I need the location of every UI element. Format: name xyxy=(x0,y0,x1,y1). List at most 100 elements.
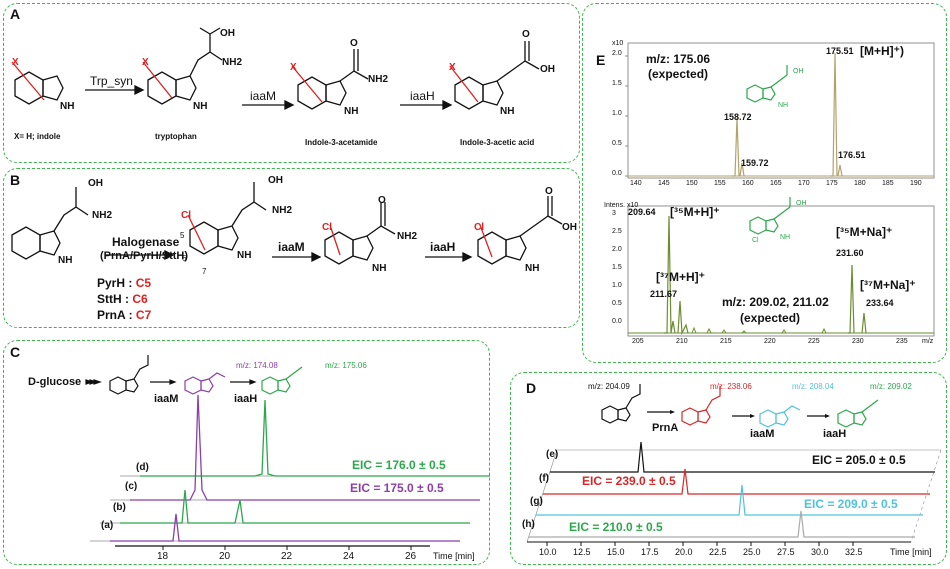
top-y-tick: 0.5 xyxy=(612,140,622,147)
bottom-y-tick: 0.5 xyxy=(612,300,622,307)
mz-iam-label: m/z: 174.08 xyxy=(236,361,278,370)
name-indole-3-acetamide: Indole-3-acetamide xyxy=(305,138,378,147)
top-mz-expected: m/z: 175.06 xyxy=(646,52,711,66)
top-x-tick: 155 xyxy=(714,180,726,187)
trace-g xyxy=(536,484,923,516)
eic-239-label: EIC = 239.0 ± 0.5 xyxy=(582,474,676,488)
cl-iam-o-label: O xyxy=(378,195,386,206)
top-oh-label: OH xyxy=(793,68,804,75)
chloro-iam-structure xyxy=(324,202,396,265)
cl-iam-nh2-label: NH2 xyxy=(397,231,418,242)
top-y-tick: 1.5 xyxy=(612,80,622,87)
separator: : xyxy=(128,308,133,322)
bottom-x-tick: 235 xyxy=(896,338,908,345)
trace-label-e: (e) xyxy=(546,449,559,460)
peak-176.51 xyxy=(837,164,843,177)
enzyme-iaam: iaaM xyxy=(154,393,179,405)
enzyme-iaam: iaaM xyxy=(750,428,775,440)
indole-structure xyxy=(14,71,64,105)
peak-211.67 xyxy=(677,300,689,336)
bottom-y-tick: 1.0 xyxy=(612,282,622,289)
trace-e xyxy=(550,441,935,473)
enzyme-iaah: iaaH xyxy=(234,393,258,405)
cl-label: Cl xyxy=(322,222,332,233)
trp-oh-label: OH xyxy=(88,178,103,189)
iam-structure xyxy=(184,372,226,395)
trace-h xyxy=(529,510,915,538)
eic-176-label: EIC = 176.0 ± 0.5 xyxy=(352,458,446,472)
top-ion-label: [M+H]⁺) xyxy=(860,44,904,58)
panel-d xyxy=(510,372,947,565)
trace-b-standard xyxy=(120,489,470,524)
chloro-iaa-structure xyxy=(477,196,563,265)
cl-trp-nh-label: NH xyxy=(237,250,252,261)
cl-label: Cl xyxy=(181,210,191,221)
bottom-nh-label: NH xyxy=(780,234,791,241)
trace-label-b: (b) xyxy=(113,502,126,513)
panel-a xyxy=(3,3,580,163)
assignment-row: PyrH : C5 xyxy=(97,275,151,291)
mz-cl-iaa-label: m/z: 209.02 xyxy=(870,382,912,391)
enzyme-iaam: iaaM xyxy=(250,89,277,103)
position-7: 7 xyxy=(202,267,207,276)
eic-205-label: EIC = 205.0 ± 0.5 xyxy=(812,453,906,467)
panel-d-chromatograms xyxy=(526,384,942,546)
halogenase-assignments: PyrH : C5 SttH : C6 PrnA : C7 xyxy=(97,275,151,323)
iaa-oh-label: OH xyxy=(540,64,555,75)
x-note: X= H; indole xyxy=(14,132,61,141)
panel-e-spectra xyxy=(625,42,935,337)
trp-nh2-label: NH2 xyxy=(92,210,113,221)
peak-159.72 xyxy=(739,162,745,177)
top-y-tick: 1.0 xyxy=(612,110,622,117)
trace-label-c: (c) xyxy=(125,481,138,492)
iaa-nh-label: NH xyxy=(500,106,515,117)
iaa-o-label: O xyxy=(522,29,530,40)
bottom-peak3: 231.60 xyxy=(836,248,864,258)
top-scale-label: x10 xyxy=(612,40,624,47)
enzyme-iaah: iaaH xyxy=(430,240,456,254)
x-tick: 18 xyxy=(157,551,169,562)
panel-c-chromatograms xyxy=(85,355,490,550)
panel-a-scheme xyxy=(11,27,540,111)
bottom-ion1: [³⁵M+H]⁺ xyxy=(670,205,720,219)
x-tick: 22 xyxy=(281,551,293,562)
top-x-tick: 185 xyxy=(882,180,894,187)
mz-cl-trp-label: m/z: 238.06 xyxy=(710,382,752,391)
x-axis-label: Time [min] xyxy=(433,551,475,561)
enzyme-prna: PrnA xyxy=(652,422,679,434)
mz-iaa-label: m/z: 175.06 xyxy=(325,361,367,370)
top-peak-158: 158.72 xyxy=(724,112,752,122)
top-x-tick: 175 xyxy=(826,180,838,187)
trace-d-iaa xyxy=(140,399,490,477)
x-tick: 26 xyxy=(405,551,417,562)
d-glucose-label: D-glucose xyxy=(28,376,82,388)
top-x-tick: 150 xyxy=(686,180,698,187)
cl-trp-oh-label: OH xyxy=(268,175,283,186)
assignment-row: PrnA : C7 xyxy=(97,307,151,323)
trace-label-a: (a) xyxy=(101,520,114,531)
bottom-peak4: 233.64 xyxy=(866,298,894,308)
panel-b-scheme xyxy=(11,182,563,265)
trace-f xyxy=(543,468,930,495)
trace-label-h: (h) xyxy=(522,519,535,530)
top-nh-label: NH xyxy=(778,102,789,109)
bottom-y-tick: 1.5 xyxy=(612,264,622,271)
cl-iaa-nh-label: NH xyxy=(525,263,540,274)
trp-nh2-label: NH2 xyxy=(222,57,243,68)
name-indole-3-acetic-acid: Indole-3-acetic acid xyxy=(460,138,535,147)
top-y-tick: 2.0 xyxy=(612,50,622,57)
iaa-structure xyxy=(261,366,303,395)
x-tick: 20 xyxy=(219,551,231,562)
bottom-x-tick: 225 xyxy=(808,338,820,345)
bottom-x-tick: 205 xyxy=(632,338,644,345)
peak-209.64 xyxy=(664,215,676,334)
enzyme-name: SttH xyxy=(97,292,122,306)
eic-209-label: EIC = 209.0 ± 0.5 xyxy=(804,497,898,511)
enzyme-name: PrnA xyxy=(97,308,126,322)
x-tick: 32.5 xyxy=(845,547,863,557)
eic-175-label: EIC = 175.0 ± 0.5 xyxy=(350,481,444,495)
peak-231.60 xyxy=(848,264,855,334)
trace-a-standard xyxy=(110,513,460,542)
top-peak-main: 175.51 xyxy=(826,46,854,56)
enzyme-halogenase: Halogenase xyxy=(112,235,180,249)
